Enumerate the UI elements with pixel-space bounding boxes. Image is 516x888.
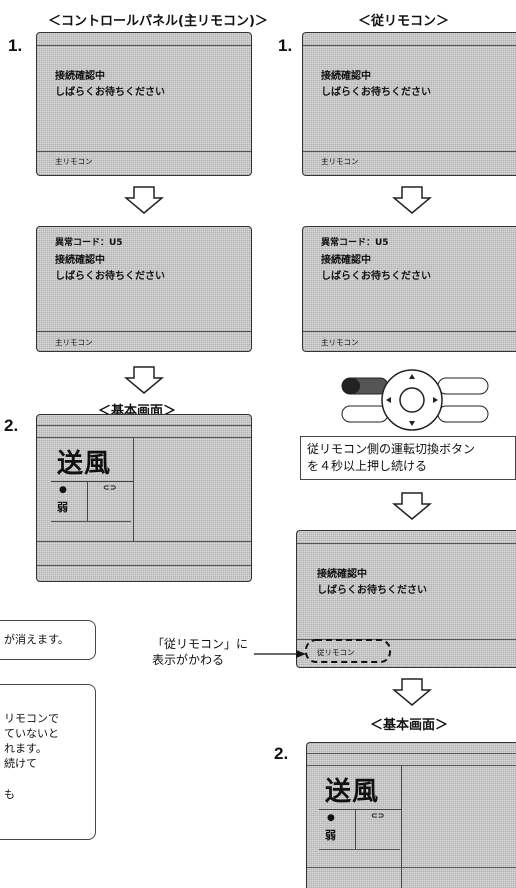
fan-speed-text: 弱	[57, 501, 68, 514]
lcd-text-main-remote: 主リモコン	[55, 338, 93, 347]
down-arrow-icon	[124, 366, 164, 394]
lcd-text-wait: しばらくお待ちください	[321, 87, 431, 98]
down-arrow-icon	[124, 186, 164, 214]
mode-display: 送風	[57, 449, 112, 479]
note-text: れます。	[4, 742, 47, 755]
instruction-text: 従リモコン側の運転切換ボタン	[307, 442, 476, 456]
remote-buttons-icon	[341, 369, 489, 431]
down-arrow-icon	[392, 492, 432, 520]
lcd-text-checking: 接続確認中	[321, 71, 371, 82]
instruction-text: を４秒以上押し続ける	[307, 459, 428, 473]
callout-line: 「従リモコン」に	[152, 637, 249, 651]
arrow-right-icon	[254, 650, 306, 658]
fan-tab-icon: ⊂⊃	[103, 483, 117, 492]
lcd-text-main-remote: 主リモコン	[321, 338, 359, 347]
note-text: リモコンで	[4, 712, 59, 725]
highlight-dashed-icon	[305, 639, 391, 663]
lcd-text-checking: 接続確認中	[321, 255, 371, 266]
lcd-text-main-remote: 主リモコン	[55, 157, 93, 166]
lcd-screen-main-error: 異常コード：U5 接続確認中 しばらくお待ちください 主リモコン	[36, 226, 252, 352]
heading-base-screen-right: ＜基本画面＞	[370, 718, 449, 733]
note-box-1: が消えます。	[0, 620, 96, 660]
lcd-text-wait: しばらくお待ちください	[317, 585, 427, 596]
lcd-text-sub-remote: 従リモコン	[317, 648, 355, 657]
lcd-text-wait: しばらくお待ちください	[321, 271, 431, 282]
callout-text: 「従リモコン」に 表示がかわる	[152, 636, 248, 668]
lcd-screen-sub-1: 接続確認中 しばらくお待ちください 主リモコン	[302, 32, 516, 176]
lcd-screen-sub-2: 接続確認中 しばらくお待ちください 従リモコン	[296, 530, 516, 668]
fan-speed-text: 弱	[325, 829, 336, 842]
lcd-text-error-code: 異常コード：U5	[321, 238, 389, 248]
lcd-text-checking: 接続確認中	[55, 71, 105, 82]
lcd-text-checking: 接続確認中	[317, 569, 367, 580]
instruction-box: 従リモコン側の運転切換ボタン を４秒以上押し続ける	[300, 436, 516, 480]
step-2-label-right: 2.	[274, 744, 289, 763]
note-box-2: リモコンで ていないと れます。 続けて も	[0, 684, 96, 840]
fan-dot-icon: ●	[59, 485, 67, 495]
lcd-text-wait: しばらくお待ちください	[55, 271, 165, 282]
lcd-text-error-code: 異常コード：U5	[55, 238, 123, 248]
down-arrow-icon	[392, 186, 432, 214]
lcd-screen-main-1: 接続確認中 しばらくお待ちください 主リモコン	[36, 32, 252, 176]
lcd-text-main-remote: 主リモコン	[321, 157, 359, 166]
heading-control-panel: ＜コントロールパネル(主リモコン)＞	[48, 14, 268, 29]
callout-line: 表示がかわる	[152, 653, 225, 667]
heading-sub-remote: ＜従リモコン＞	[358, 14, 450, 29]
down-arrow-icon	[392, 678, 432, 706]
note-text: ていないと	[4, 727, 59, 740]
step-1-label-right: 1.	[278, 36, 293, 55]
fan-dot-icon: ●	[327, 813, 335, 823]
lcd-screen-sub-error: 異常コード：U5 接続確認中 しばらくお待ちください 主リモコン	[302, 226, 516, 352]
note-text: 続けて	[4, 757, 37, 770]
lcd-screen-base-right: 送風 ● 弱 ⊂⊃	[306, 742, 516, 888]
lcd-text-wait: しばらくお待ちください	[55, 87, 165, 98]
mode-display: 送風	[325, 777, 380, 807]
fan-tab-icon: ⊂⊃	[371, 811, 385, 820]
lcd-screen-base-left: 送風 ● 弱 ⊂⊃	[36, 414, 252, 582]
note-text: も	[4, 788, 15, 801]
step-1-label-left: 1.	[8, 36, 23, 55]
step-2-label-left: 2.	[4, 416, 19, 435]
note-text: が消えます。	[4, 633, 69, 646]
lcd-text-checking: 接続確認中	[55, 255, 105, 266]
